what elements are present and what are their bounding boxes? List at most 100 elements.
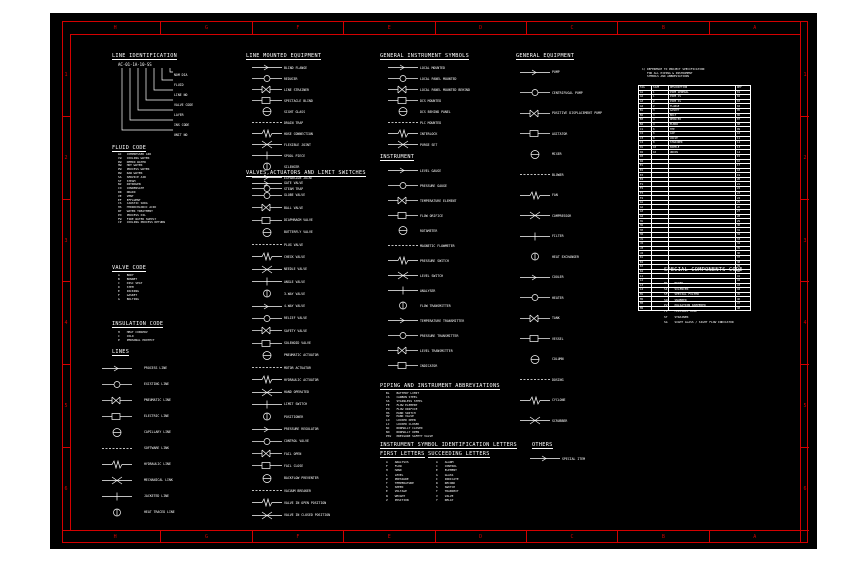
fluid-code-item: WT WATER TREATMENT [118,208,153,213]
zone-col-marker: H [70,531,162,543]
legend-symbol-icon [520,232,550,241]
valve-item: CHECK VALVE [250,251,330,263]
zone-row-marker: 6 [801,448,809,531]
line-mounted-item: HOSE CONNECTION [250,128,313,139]
line-mounted-item: LINE STRAINER [250,84,313,95]
legend-label: PLUG VALVE [284,242,304,247]
legend-symbol-icon [520,379,550,381]
legend-label: 4-WAY VALVE [284,304,306,309]
zone-col-marker: D [436,531,527,543]
legend-symbol-icon [388,196,418,205]
line-type-item: HYDRAULIC LINE [100,456,175,472]
table-cell: 48 [735,305,751,312]
fluid-code-item: DW DEMIN WATER [118,159,146,164]
abbreviation-item: BL BATTERY LIMIT [386,391,420,395]
legend-label: FLOW ORIFICE [420,213,444,218]
legend-symbol-icon [520,211,550,220]
instrument-item: INDICATOR [386,358,464,373]
legend-symbol-icon [252,326,282,335]
legend-label: ANGLE VALVE [284,279,306,284]
legend-label: DOSING [552,377,564,382]
heading-others: OTHERS [532,442,553,449]
succeeding-letter-item: R RECORD [436,481,456,486]
legend-label: CAPILLARY LINE [144,430,171,434]
legend-symbol-icon [388,346,418,355]
line-id-label: INS CODE [174,123,190,127]
legend-label: SPECTACLE BLIND [284,98,313,103]
zone-col-marker: A [710,531,801,543]
equipment-item: PUMP [518,62,602,83]
legend-label: CONTROL VALVE [284,439,309,444]
legend-label: SOLENOID VALVE [284,341,311,345]
heading-succeeding-letters: SUCCEEDING LETTERS [428,451,490,458]
legend-symbol-icon [520,109,550,118]
legend-symbol-icon [252,252,282,262]
instrument-item: ROTAMETER [386,223,464,238]
instrument-symbol-item: PLC MOUNTED [386,117,470,128]
line-mounted-item: SILENCER [250,161,313,172]
legend-symbol-icon [388,97,418,104]
legend-symbol-icon [520,69,550,76]
legend-label: FAIL OPEN [284,451,302,456]
general-notes: 1) REFERENCE TO PROJECT SPECIFICATION FO… [642,67,704,79]
line-type-item: ELECTRIC LINE [100,408,175,424]
legend-symbol-icon [530,455,560,462]
instrument-item: PRESSURE GAUGE [386,178,464,193]
special-component-item: MI MIXER [664,281,684,285]
legend-symbol-icon [252,303,282,309]
valve-item: CONTROL VALVE [250,435,330,447]
instrument-item: PRESSURE TRANSMITTER [386,328,464,343]
inner-border [70,34,801,531]
legend-symbol-icon [252,400,282,409]
zone-row-marker: 2 [62,117,70,200]
fluid-code-item: CW COOLING WATER [118,155,150,160]
instrument-item: MAGNETIC FLOWMETER [386,238,464,253]
legend-symbol-icon [252,490,282,491]
special-component-item: SG SIGHT GLASS / SIGHT FLOW INDICATOR [664,320,734,325]
equipment-item: HEAT EXCHANGER [518,247,602,268]
abbreviation-item: SS STAINLESS STEEL [386,398,423,403]
legend-symbol-icon [398,107,408,116]
instrument-item: LEVEL TRANSMITTER [386,343,464,358]
valve-code-item: G BOLTING [118,297,139,301]
legend-label: AGITATOR [552,131,568,136]
legend-label: 3-WAY VALVE [284,291,306,296]
legend-label: ANALYSER [420,288,436,293]
legend-symbol-icon [252,216,282,224]
legend-symbol-icon [398,226,408,235]
legend-symbol-icon [520,89,550,97]
zone-row-marker: 5 [801,365,809,449]
valve-item: BACKFLOW PREVENTER [250,472,330,484]
zone-row-marker: 4 [801,282,809,366]
succeeding-letter-item: E ELEMENT [436,468,457,473]
line-id-label: LINE NO [174,93,188,97]
legend-symbol-icon [388,362,418,369]
legend-symbol-icon [399,301,407,310]
legend-label: HOSE CONNECTION [284,131,313,136]
instrument-symbol-item: DCS MOUNTED [386,95,470,106]
valve-item: VACUUM BREAKER [250,484,330,496]
legend-label: VALVE IN OPEN POSITION [284,500,327,505]
legend-label: ELECTRIC LINE [144,414,169,418]
equipment-item: COOLER [518,267,602,288]
legend-label: LIMIT SWITCH [284,402,308,407]
instrument-symbol-item: LOCAL PANEL MOUNTED BEHIND [386,84,470,95]
legend-label: ROTAMETER [420,228,438,233]
legend-label: BLOWER [552,172,564,177]
legend-symbol-icon [520,395,550,405]
legend-symbol-icon [520,190,550,200]
legend-symbol-icon [112,427,122,437]
legend-symbol-icon [388,271,418,280]
zone-col-marker: F [253,531,345,543]
first-letter-item: Z POSITION [386,497,409,502]
valve-item: MOTOR ACTUATOR [250,361,330,373]
legend-symbol-icon [102,447,132,449]
